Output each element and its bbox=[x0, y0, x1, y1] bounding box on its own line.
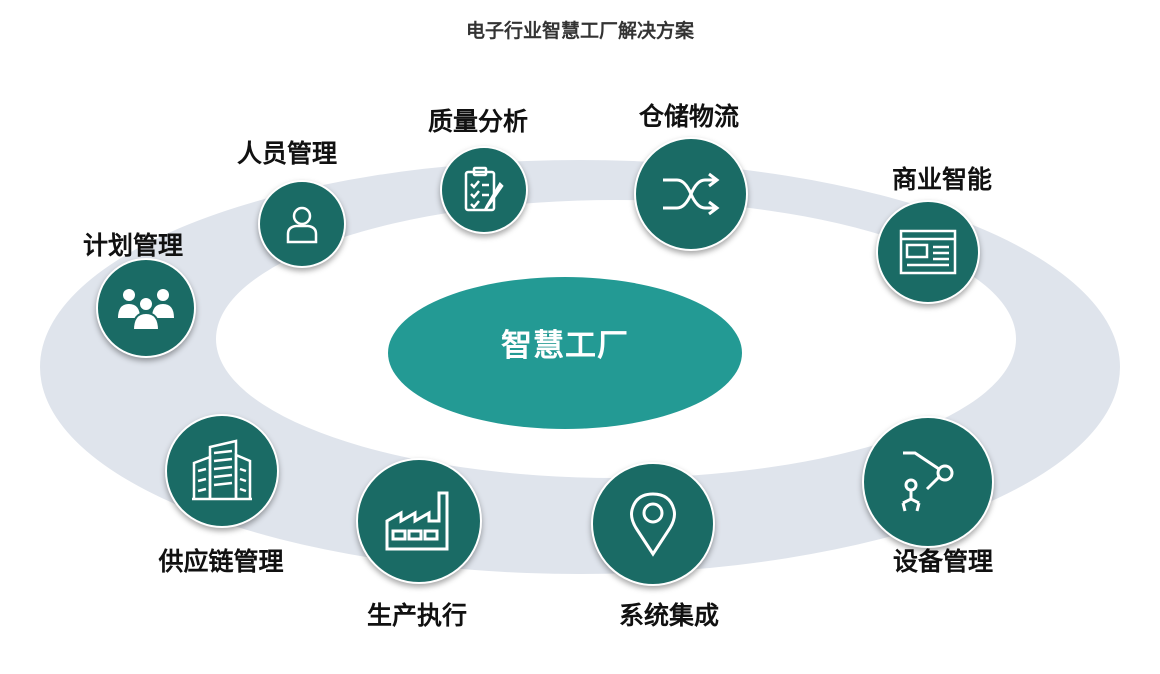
location-pin-icon bbox=[630, 492, 676, 557]
node-label-bi: 商业智能 bbox=[891, 165, 993, 194]
node-label-logistics: 仓储物流 bbox=[638, 102, 740, 131]
node-production[interactable] bbox=[356, 458, 482, 584]
node-logistics[interactable] bbox=[634, 137, 748, 251]
node-integration[interactable] bbox=[591, 462, 715, 586]
node-quality[interactable] bbox=[440, 146, 528, 234]
dashboard-window-icon bbox=[899, 229, 957, 275]
node-label-quality: 质量分析 bbox=[427, 107, 529, 136]
node-supply-chain[interactable] bbox=[165, 414, 279, 528]
node-plan[interactable] bbox=[96, 258, 196, 358]
node-personnel[interactable] bbox=[258, 180, 346, 268]
node-label-equipment: 设备管理 bbox=[892, 547, 994, 576]
robot-arm-icon bbox=[901, 451, 954, 512]
center-ellipse bbox=[388, 277, 742, 429]
page-title: 电子行业智慧工厂解决方案 bbox=[465, 20, 694, 42]
node-bi[interactable] bbox=[876, 200, 980, 304]
shuffle-arrows-icon bbox=[663, 172, 720, 216]
node-label-supply-chain: 供应链管理 bbox=[158, 547, 284, 576]
node-label-personnel: 人员管理 bbox=[236, 139, 338, 168]
node-label-plan: 计划管理 bbox=[82, 231, 184, 260]
node-equipment[interactable] bbox=[862, 416, 994, 548]
center-label: 智慧工厂 bbox=[501, 328, 629, 364]
factory-icon bbox=[385, 491, 449, 551]
node-label-production: 生产执行 bbox=[366, 601, 468, 630]
person-icon bbox=[286, 206, 318, 244]
node-label-integration: 系统集成 bbox=[618, 601, 720, 630]
buildings-icon bbox=[192, 439, 252, 501]
people-group-icon bbox=[118, 289, 174, 331]
outer-ring bbox=[40, 160, 1120, 574]
clipboard-check-icon bbox=[464, 166, 504, 212]
